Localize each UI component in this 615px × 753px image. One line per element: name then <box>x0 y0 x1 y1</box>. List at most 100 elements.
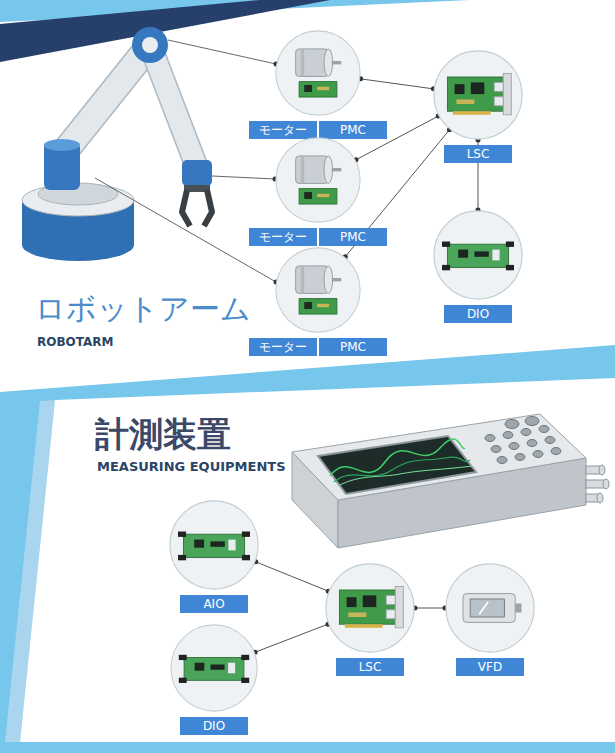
part-label: モーター <box>249 228 317 246</box>
circle-outline <box>170 501 258 589</box>
bracket <box>503 73 511 114</box>
instrument-connectors <box>586 465 609 503</box>
vfd-shine <box>479 602 488 615</box>
chip <box>474 251 488 256</box>
button <box>551 448 561 455</box>
terminal <box>178 555 186 560</box>
motor-shaft <box>332 61 341 64</box>
terminal <box>242 532 250 537</box>
terminal <box>442 242 450 247</box>
chip <box>194 540 204 548</box>
arm-upper-outline <box>62 45 150 155</box>
motor-band <box>301 266 304 294</box>
port <box>494 82 503 91</box>
terminal <box>442 265 450 270</box>
arm-elbow <box>132 27 168 63</box>
terminal <box>506 242 514 247</box>
arm-base-bottom <box>22 229 134 261</box>
device-icon <box>433 210 523 300</box>
terminal <box>241 655 249 660</box>
arm-elbow-cap <box>142 37 158 53</box>
bottom-panel <box>20 378 615 742</box>
device-icon <box>275 247 361 333</box>
circle-outline <box>446 564 534 652</box>
part-label: PMC <box>319 121 387 139</box>
bracket <box>395 586 403 627</box>
leader-line <box>168 40 276 64</box>
device-circle <box>169 500 259 590</box>
label-row: LSC <box>336 658 404 676</box>
label-row: VFD <box>456 658 524 676</box>
chip <box>317 194 329 197</box>
arm-upper <box>62 45 150 155</box>
device-circle <box>275 137 361 223</box>
contacts <box>453 111 491 115</box>
chip <box>210 541 224 546</box>
label-row: モーターPMC <box>249 228 387 246</box>
device-node: LSC <box>433 50 523 163</box>
button <box>515 454 525 461</box>
device-icon <box>433 50 523 140</box>
arm-base-top <box>22 184 134 216</box>
part-label: AIO <box>180 595 248 613</box>
device-circle <box>445 563 535 653</box>
label-row: AIO <box>180 595 248 613</box>
button <box>533 451 543 458</box>
pmc-board <box>299 189 337 204</box>
lsc-board <box>339 590 395 624</box>
chip <box>304 85 312 92</box>
button <box>527 440 537 447</box>
circle-outline <box>276 138 360 222</box>
measuring-instrument <box>292 414 609 548</box>
part-label: LSC <box>336 658 404 676</box>
motor-body <box>296 266 329 294</box>
motor-band <box>301 49 304 77</box>
circle-outline <box>171 625 257 711</box>
io-board <box>183 534 244 557</box>
lsc-board <box>447 77 503 111</box>
knob <box>525 417 539 426</box>
chip <box>228 663 235 674</box>
motor-body <box>296 49 329 77</box>
connector <box>597 493 603 503</box>
device-icon <box>445 563 535 653</box>
arm-shoulder-cap <box>44 139 80 151</box>
device-circle <box>170 624 258 712</box>
chip <box>195 663 205 671</box>
device-icon <box>275 137 361 223</box>
button <box>539 426 549 433</box>
section-title: ロボットアーム <box>35 292 251 325</box>
terminal <box>242 555 250 560</box>
motor-body <box>296 156 329 184</box>
device-node: モーターPMC <box>248 137 388 246</box>
vfd-pin <box>515 604 521 613</box>
label-row: モーターPMC <box>249 338 387 356</box>
device-circle <box>275 247 361 333</box>
circle-outline <box>434 51 522 139</box>
motor-end <box>324 266 333 294</box>
device-circle <box>275 30 361 116</box>
chip <box>317 304 329 307</box>
button <box>497 457 507 464</box>
device-circle <box>325 563 415 653</box>
device-node: VFD <box>445 563 535 676</box>
terminal <box>179 655 187 660</box>
port <box>386 610 395 619</box>
device-circle <box>433 50 523 140</box>
chip <box>455 84 465 94</box>
part-label: モーター <box>249 338 317 356</box>
motor-end <box>324 49 333 77</box>
chip <box>347 597 357 607</box>
device-node: AIO <box>169 500 259 613</box>
circle-outline <box>276 31 360 115</box>
motor-shaft <box>332 278 341 281</box>
part-label: モーター <box>249 121 317 139</box>
part-label: VFD <box>456 658 524 676</box>
button <box>545 437 555 444</box>
connector-line <box>256 562 329 591</box>
pmc-board <box>299 299 337 314</box>
vfd-display <box>470 599 504 617</box>
screen-wave <box>334 457 470 482</box>
chip <box>363 595 377 607</box>
